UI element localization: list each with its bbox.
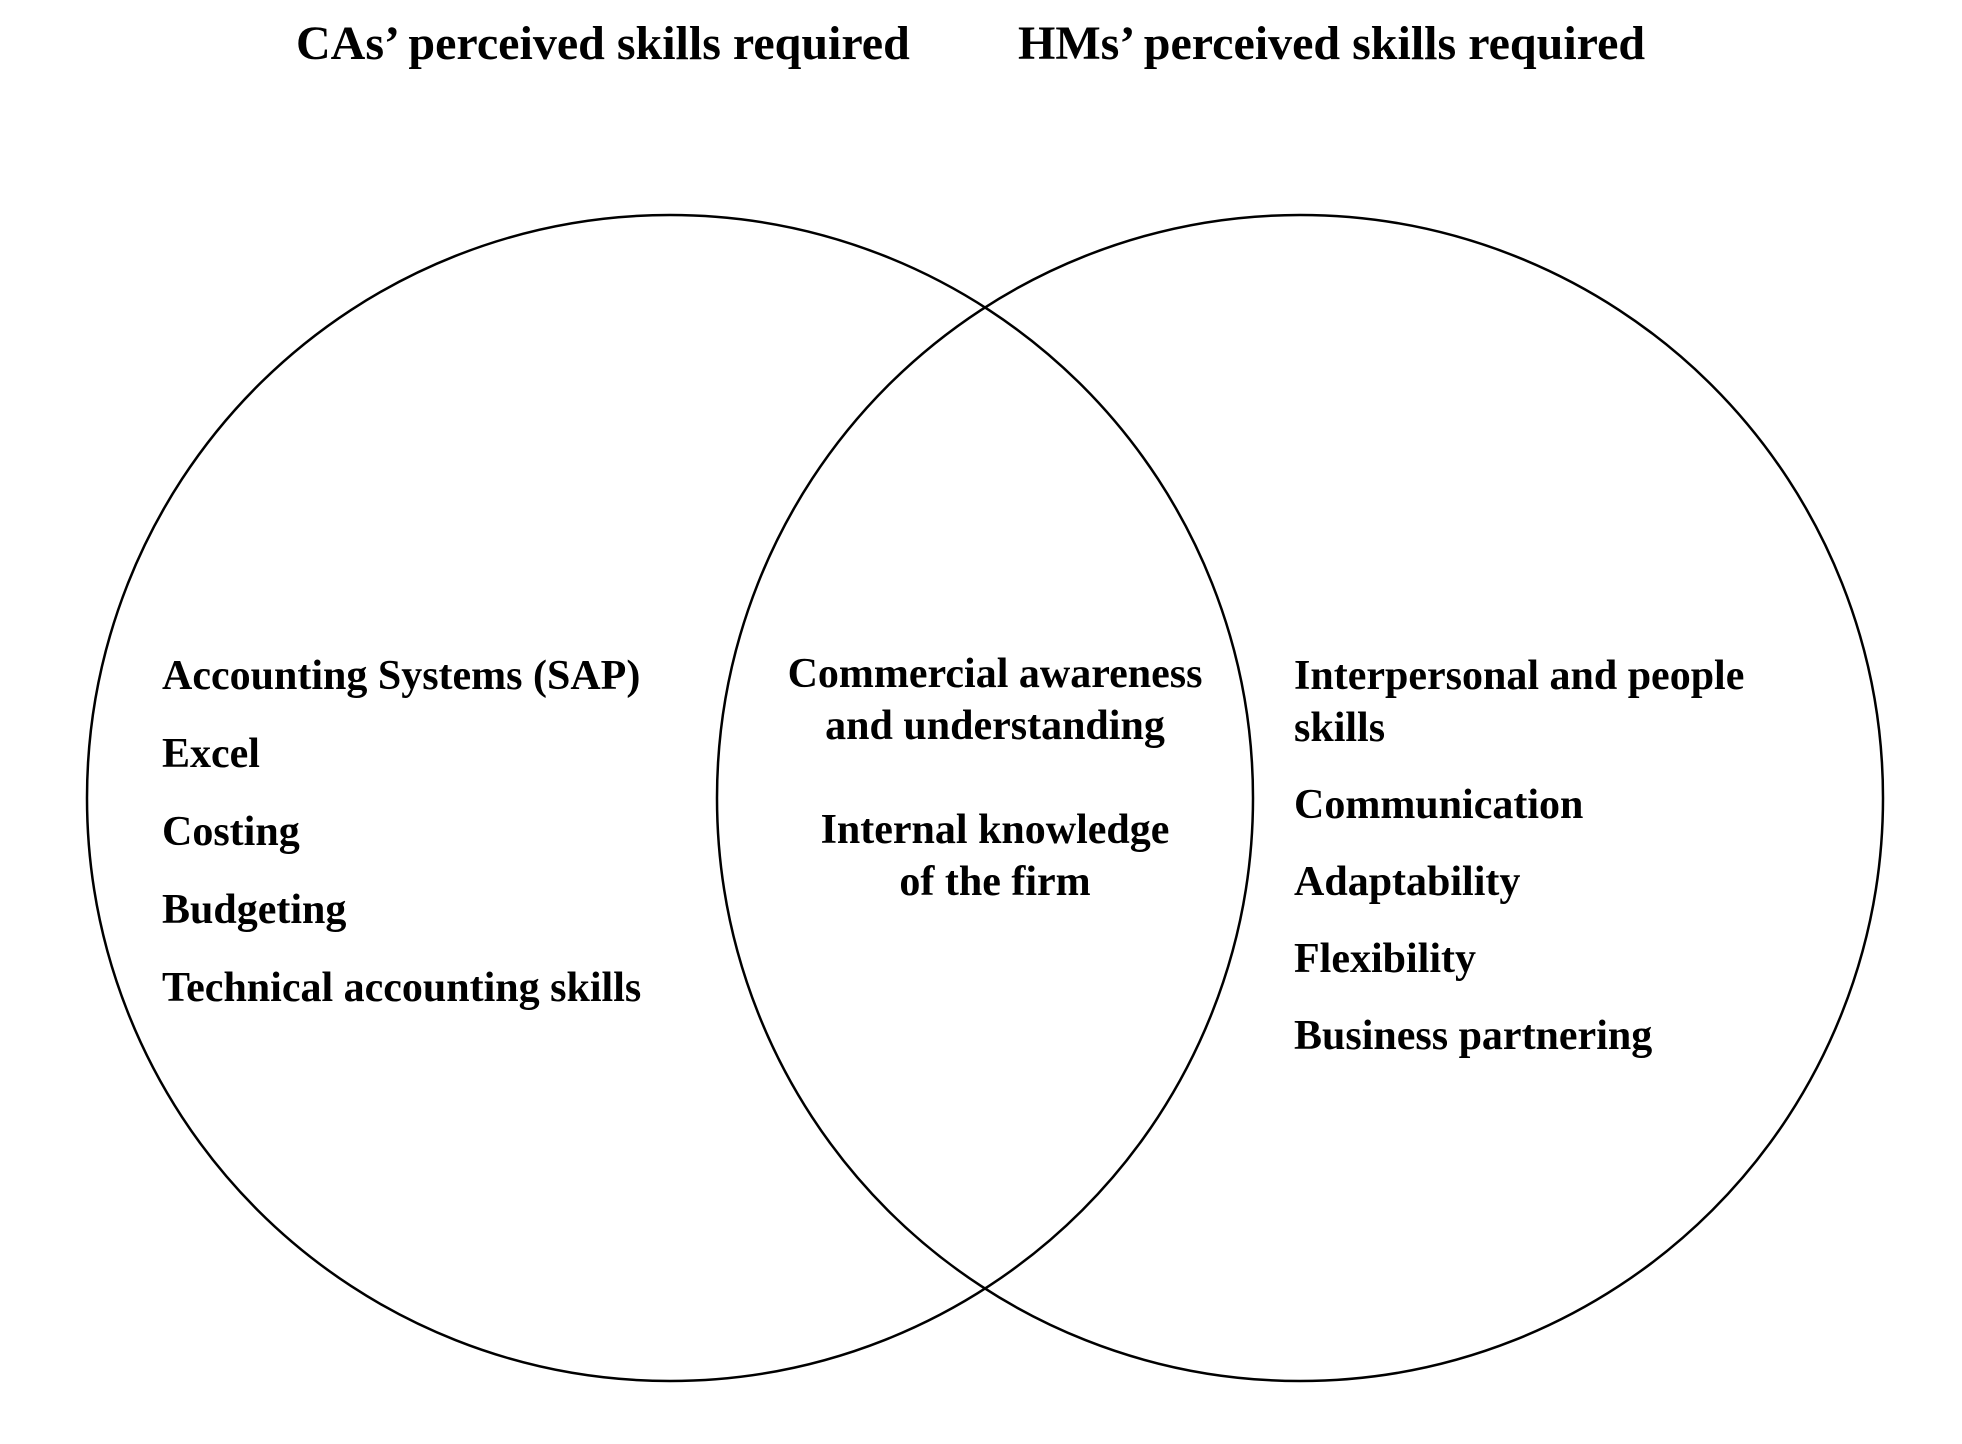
overlap-skill-line: Internal knowledge bbox=[820, 807, 1170, 853]
right-skill-item: Interpersonal and people skills bbox=[1294, 653, 1745, 751]
overlap-skill-line: and understanding bbox=[825, 703, 1165, 749]
left-skill-item: Excel bbox=[162, 731, 260, 777]
left-skill-item: Budgeting bbox=[162, 887, 347, 933]
right-skill-item: Communication bbox=[1294, 782, 1584, 828]
right-set-title: HMs’ perceived skills required bbox=[1018, 17, 1646, 70]
left-set-title: CAs’ perceived skills required bbox=[296, 17, 910, 70]
overlap-skill-line: Commercial awareness bbox=[787, 651, 1203, 697]
left-skill-item: Costing bbox=[162, 809, 300, 855]
right-skill-item: Flexibility bbox=[1294, 936, 1476, 982]
overlap-skill-line: of the firm bbox=[899, 859, 1091, 905]
left-skill-item: Technical accounting skills bbox=[162, 965, 642, 1011]
left-only-skills-list: Accounting Systems (SAP) Excel Costing B… bbox=[162, 650, 641, 1040]
overlap-skill-item: Internal knowledge of the firm bbox=[745, 804, 1245, 908]
right-circle bbox=[715, 213, 1885, 1383]
right-skill-item: Adaptability bbox=[1294, 859, 1521, 905]
overlap-skill-item: Commercial awareness and understanding bbox=[745, 648, 1245, 752]
right-skill-item: Business partnering bbox=[1294, 1013, 1653, 1059]
left-circle bbox=[85, 213, 1255, 1383]
left-skill-item: Accounting Systems (SAP) bbox=[162, 653, 641, 699]
right-only-skills-list: Interpersonal and people skills Communic… bbox=[1294, 650, 1814, 1087]
